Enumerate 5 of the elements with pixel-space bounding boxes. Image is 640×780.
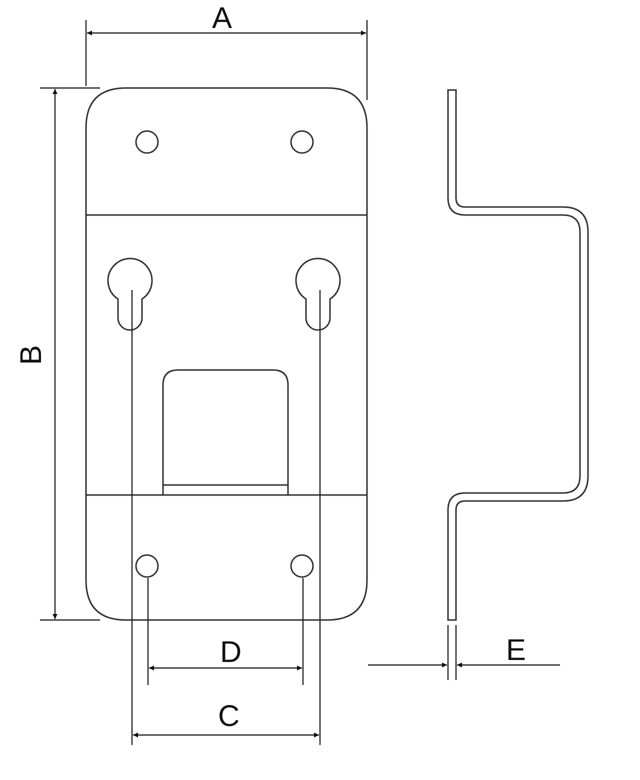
dimension-label: D — [220, 638, 242, 668]
dimension-label: A — [212, 4, 232, 34]
dimension-label: B — [17, 345, 47, 365]
dimension-label: E — [506, 636, 526, 666]
dimension-label: C — [218, 702, 240, 732]
